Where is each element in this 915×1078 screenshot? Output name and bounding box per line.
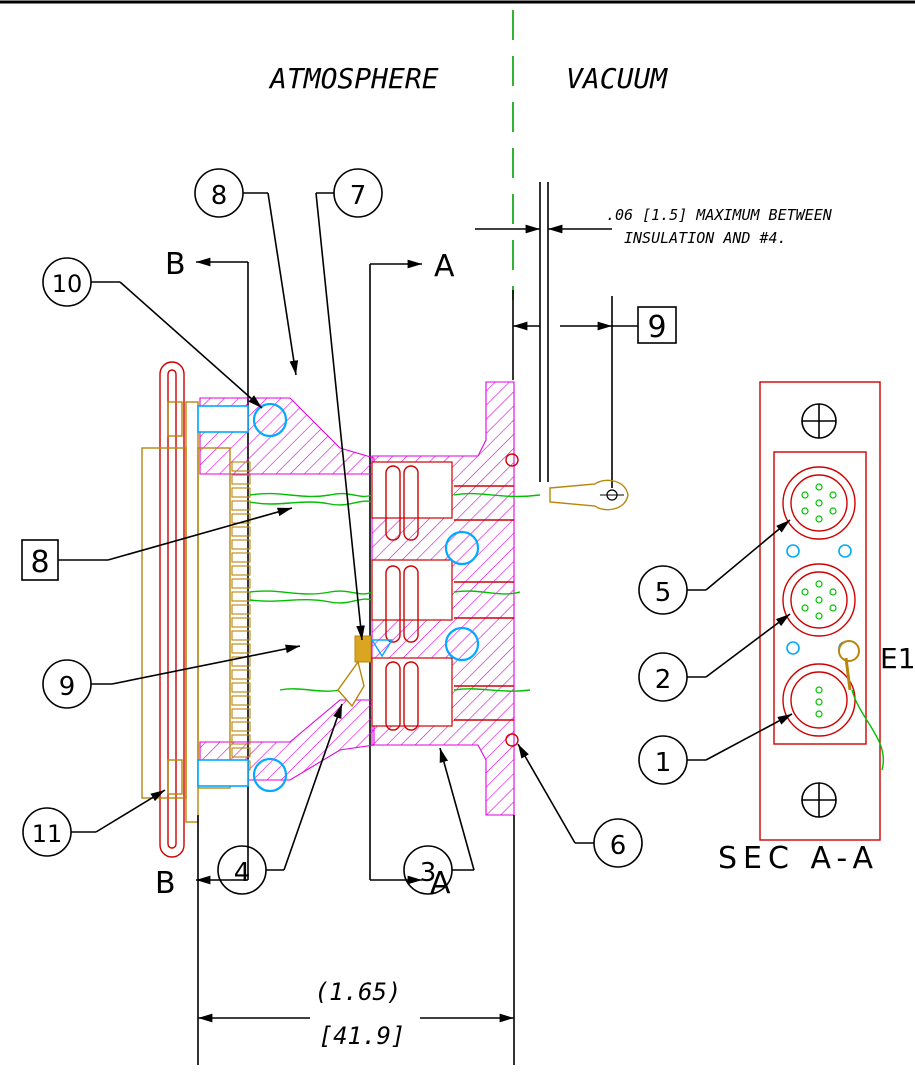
balloon-10: 10: [42, 257, 263, 409]
svg-text:6: 6: [610, 831, 627, 861]
connector-pin: [231, 500, 251, 511]
boxed-ref-upper: 9: [512, 290, 677, 488]
balloon-6: 6: [517, 743, 643, 868]
balloon-11: 11: [22, 789, 166, 857]
svg-text:8: 8: [30, 545, 49, 580]
connector-pin: [231, 643, 251, 654]
connector-pin: [231, 539, 251, 550]
svg-text:9: 9: [59, 672, 76, 702]
svg-text:5: 5: [655, 578, 672, 608]
connector-pin: [231, 578, 251, 589]
connector-pin: [231, 474, 251, 485]
connector-pin: [231, 630, 251, 641]
pin-row: [231, 461, 251, 771]
backshell: [141, 361, 251, 858]
svg-text:B: B: [155, 866, 176, 901]
dimension-inches: (1.65): [315, 978, 402, 1006]
connector-pin: [231, 695, 251, 706]
balloon-1: 1: [638, 713, 793, 785]
gap-dimension: [475, 182, 612, 482]
ring-terminal: [549, 479, 629, 511]
svg-text:B: B: [165, 247, 186, 282]
connector-pin: [231, 721, 251, 732]
note-line-2: INSULATION AND #4.: [624, 229, 787, 247]
svg-text:7: 7: [350, 181, 367, 211]
connector-pin: [231, 669, 251, 680]
connector-pin: [231, 734, 251, 745]
balloon-8: 8: [194, 168, 299, 376]
note-line-1: .06 [1.5] MAXIMUM BETWEEN: [606, 206, 833, 224]
svg-text:8: 8: [211, 181, 228, 211]
connector-pin: [231, 682, 251, 693]
svg-text:9: 9: [647, 310, 666, 345]
screws: [197, 402, 480, 793]
connector-pin: [231, 552, 251, 563]
connector-pin: [231, 604, 251, 615]
section-title: SEC A-A: [718, 841, 879, 876]
connector-pin: [231, 461, 251, 472]
balloon-2: 2: [638, 613, 791, 702]
boxed-ref-left: 8: [21, 507, 293, 581]
connector-pin: [231, 708, 251, 719]
connector-pin: [231, 487, 251, 498]
dimension-mm: [41.9]: [319, 1022, 406, 1050]
connector-pin: [231, 591, 251, 602]
lug-item-4: [337, 635, 394, 708]
section-a-a-view: E1 SEC A-A: [718, 381, 915, 876]
balloon-7: 7: [315, 168, 383, 641]
connector-pin: [231, 565, 251, 576]
wire-bundle: [249, 492, 541, 692]
overall-dimension: (1.65) [41.9]: [197, 815, 515, 1065]
balloon-9: 9: [42, 644, 301, 709]
connector-pin: [231, 526, 251, 537]
connector-pin: [231, 656, 251, 667]
section-tag: E1: [880, 642, 915, 675]
svg-text:4: 4: [234, 858, 251, 888]
svg-text:11: 11: [32, 820, 63, 848]
svg-text:3: 3: [420, 858, 437, 888]
svg-text:1: 1: [655, 748, 672, 778]
balloon-5: 5: [638, 519, 791, 615]
vacuum-label: VACUUM: [566, 62, 668, 95]
svg-text:2: 2: [655, 665, 672, 695]
atmosphere-label: ATMOSPHERE: [268, 62, 439, 95]
feedthrough-body: [199, 381, 519, 816]
svg-text:10: 10: [52, 270, 83, 298]
svg-text:A: A: [434, 249, 455, 284]
connector-pin: [231, 747, 251, 758]
connector-pin: [231, 617, 251, 628]
